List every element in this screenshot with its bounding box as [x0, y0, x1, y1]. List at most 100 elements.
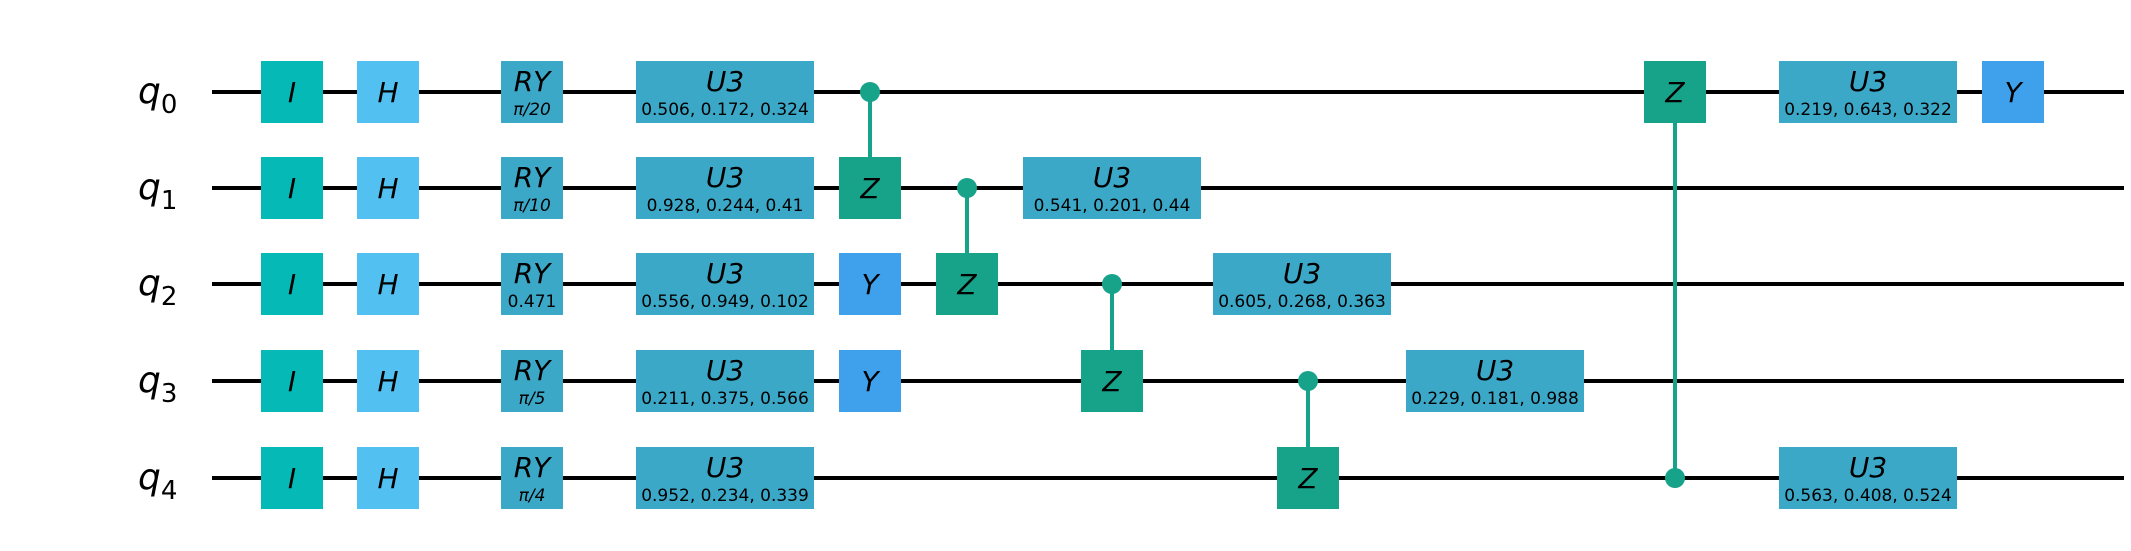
u3-gate-q0-c12-label: U3 — [1849, 65, 1887, 98]
u3-gate-q2-c8-param: 0.605, 0.268, 0.363 — [1218, 292, 1386, 312]
u3-gate-q2-c8-box — [1213, 253, 1391, 315]
u3-gate-q0-c3: U30.506, 0.172, 0.324 — [636, 61, 814, 123]
u3-gate-q2-c8-label: U3 — [1283, 257, 1321, 290]
u3-gate-q2-c8: U30.605, 0.268, 0.363 — [1213, 253, 1391, 315]
cz-target-4-label: Z — [1664, 76, 1685, 109]
gates: IIIIIHHHHHRYπ/20RYπ/10RY0.471RYπ/5RYπ/4U… — [261, 61, 2044, 509]
u3-gate-q1-c6: U30.541, 0.201, 0.44 — [1023, 157, 1201, 219]
h-gate-q0-c1: H — [357, 61, 419, 123]
ry-gate-q2-c2-param: 0.471 — [508, 292, 557, 312]
u3-gate-q2-c3-param: 0.556, 0.949, 0.102 — [641, 292, 809, 312]
h-gate-q2-c1: H — [357, 253, 419, 315]
ry-gate-q4-c2: RYπ/4 — [501, 447, 563, 509]
i-gate-q4-c0-box — [261, 447, 323, 509]
y-gate-q0-c13-label: Y — [2004, 76, 2023, 109]
u3-gate-q3-c3-label: U3 — [706, 354, 744, 387]
u3-gate-q3-c10-label: U3 — [1476, 354, 1514, 387]
h-gate-q4-c1: H — [357, 447, 419, 509]
u3-gate-q2-c3: U30.556, 0.949, 0.102 — [636, 253, 814, 315]
u3-gate-q1-c3-param: 0.928, 0.244, 0.41 — [647, 196, 804, 216]
u3-gate-q1-c6-param: 0.541, 0.201, 0.44 — [1034, 196, 1191, 216]
ry-gate-q4-c2-param: π/4 — [519, 486, 546, 506]
cz-target-4: Z — [1644, 61, 1706, 123]
y-gate-q3-c4-label: Y — [861, 365, 880, 398]
u3-gate-q0-c12-box — [1779, 61, 1957, 123]
ry-gate-q1-c2-param: π/10 — [513, 196, 551, 216]
y-gate-q2-c4-label: Y — [861, 268, 880, 301]
ry-gate-q2-c2: RY0.471 — [501, 253, 563, 315]
u3-gate-q0-c3-box — [636, 61, 814, 123]
cz-target-1-box — [936, 253, 998, 315]
ry-gate-q4-c2-label: RY — [514, 451, 552, 484]
i-gate-q0-c0-box — [261, 61, 323, 123]
cz-target-1: Z — [936, 253, 998, 315]
ry-gate-q3-c2: RYπ/5 — [501, 350, 563, 412]
h-gate-q1-c1: H — [357, 157, 419, 219]
u3-gate-q4-c3-box — [636, 447, 814, 509]
cz-target-0-label: Z — [859, 172, 880, 205]
cz-target-3-box — [1277, 447, 1339, 509]
u3-gate-q2-c3-box — [636, 253, 814, 315]
y-gate-q3-c4-box — [839, 350, 901, 412]
u3-gate-q0-c3-param: 0.506, 0.172, 0.324 — [641, 100, 809, 120]
cz-control-dot-4 — [1665, 468, 1685, 488]
ry-gate-q3-c2-box — [501, 350, 563, 412]
u3-gate-q3-c3-param: 0.211, 0.375, 0.566 — [641, 389, 809, 409]
u3-gate-q1-c6-label: U3 — [1093, 161, 1131, 194]
h-gate-q0-c1-label: H — [377, 76, 398, 109]
y-gate-q0-c13: Y — [1982, 61, 2044, 123]
h-gate-q3-c1: H — [357, 350, 419, 412]
h-gate-q2-c1-label: H — [377, 268, 398, 301]
i-gate-q1-c0-label: I — [288, 172, 296, 205]
u3-gate-q1-c3-box — [636, 157, 814, 219]
y-gate-q2-c4-box — [839, 253, 901, 315]
u3-gate-q3-c3-box — [636, 350, 814, 412]
h-gate-q3-c1-label: H — [377, 365, 398, 398]
h-gate-q1-c1-label: H — [377, 172, 398, 205]
ry-gate-q1-c2: RYπ/10 — [501, 157, 563, 219]
ry-gate-q2-c2-label: RY — [514, 257, 552, 290]
ry-gate-q1-c2-label: RY — [514, 161, 552, 194]
qubit-label-3: q3 — [138, 360, 177, 409]
qubit-label-4: q4 — [138, 457, 177, 506]
qubit-label-2: q2 — [138, 263, 177, 312]
cz-control-dot-1 — [957, 178, 977, 198]
ry-gate-q0-c2-param: π/20 — [513, 100, 551, 120]
h-gate-q4-c1-box — [357, 447, 419, 509]
u3-gate-q4-c12-box — [1779, 447, 1957, 509]
y-gate-q3-c4: Y — [839, 350, 901, 412]
qubit-wires — [212, 90, 2124, 480]
u3-gate-q0-c3-label: U3 — [706, 65, 744, 98]
qubit-labels: q0 q1 q2 q3 q4 — [138, 71, 177, 506]
cz-target-1-label: Z — [956, 268, 977, 301]
u3-gate-q4-c3-param: 0.952, 0.234, 0.339 — [641, 486, 809, 506]
u3-gate-q4-c3: U30.952, 0.234, 0.339 — [636, 447, 814, 509]
i-gate-q0-c0-label: I — [288, 76, 296, 109]
h-gate-q1-c1-box — [357, 157, 419, 219]
u3-gate-q0-c12: U30.219, 0.643, 0.322 — [1779, 61, 1957, 123]
i-gate-q3-c0-label: I — [288, 365, 296, 398]
u3-gate-q3-c10: U30.229, 0.181, 0.988 — [1406, 350, 1584, 412]
u3-gate-q1-c3-label: U3 — [706, 161, 744, 194]
ry-gate-q0-c2-label: RY — [514, 65, 552, 98]
qubit-label-1: q1 — [138, 167, 177, 216]
h-gate-q0-c1-box — [357, 61, 419, 123]
i-gate-q1-c0: I — [261, 157, 323, 219]
cz-control-dot-2 — [1102, 274, 1122, 294]
ry-gate-q4-c2-box — [501, 447, 563, 509]
ry-gate-q1-c2-box — [501, 157, 563, 219]
cz-control-dot-0 — [860, 82, 880, 102]
i-gate-q2-c0-box — [261, 253, 323, 315]
cz-target-2-label: Z — [1101, 365, 1122, 398]
i-gate-q4-c0: I — [261, 447, 323, 509]
i-gate-q0-c0: I — [261, 61, 323, 123]
u3-gate-q3-c3: U30.211, 0.375, 0.566 — [636, 350, 814, 412]
cz-target-3: Z — [1277, 447, 1339, 509]
cz-target-4-box — [1644, 61, 1706, 123]
u3-gate-q4-c12-label: U3 — [1849, 451, 1887, 484]
ry-gate-q0-c2-box — [501, 61, 563, 123]
cz-target-0-box — [839, 157, 901, 219]
qubit-label-0: q0 — [138, 71, 177, 120]
u3-gate-q4-c12-param: 0.563, 0.408, 0.524 — [1784, 486, 1952, 506]
